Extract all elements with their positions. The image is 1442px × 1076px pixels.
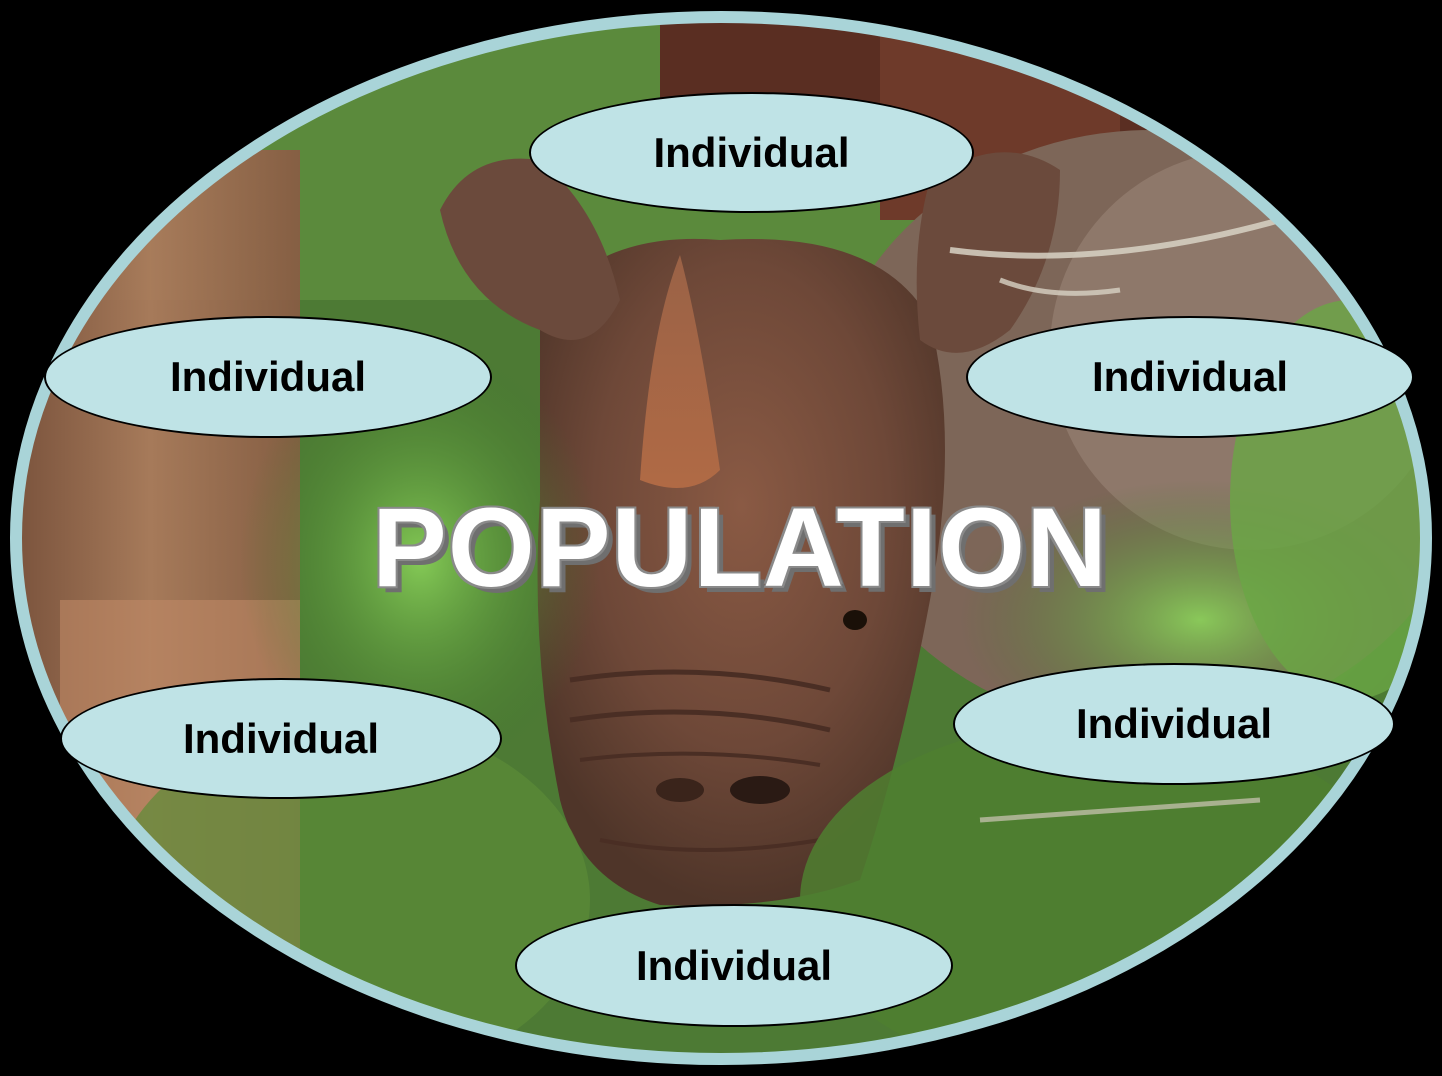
individual-label: Individual xyxy=(183,715,379,763)
individual-node-lower-right: Individual xyxy=(953,663,1395,785)
individual-label: Individual xyxy=(636,942,832,990)
individual-node-lower-left: Individual xyxy=(60,678,502,799)
individual-node-upper-right: Individual xyxy=(966,316,1414,438)
individual-node-upper-left: Individual xyxy=(44,316,492,438)
population-title: POPULATION xyxy=(220,488,1260,608)
individual-label: Individual xyxy=(653,129,849,177)
individual-node-top: Individual xyxy=(529,92,974,213)
individual-label: Individual xyxy=(1092,353,1288,401)
individual-label: Individual xyxy=(170,353,366,401)
individual-node-bottom: Individual xyxy=(515,904,953,1027)
individual-label: Individual xyxy=(1076,700,1272,748)
